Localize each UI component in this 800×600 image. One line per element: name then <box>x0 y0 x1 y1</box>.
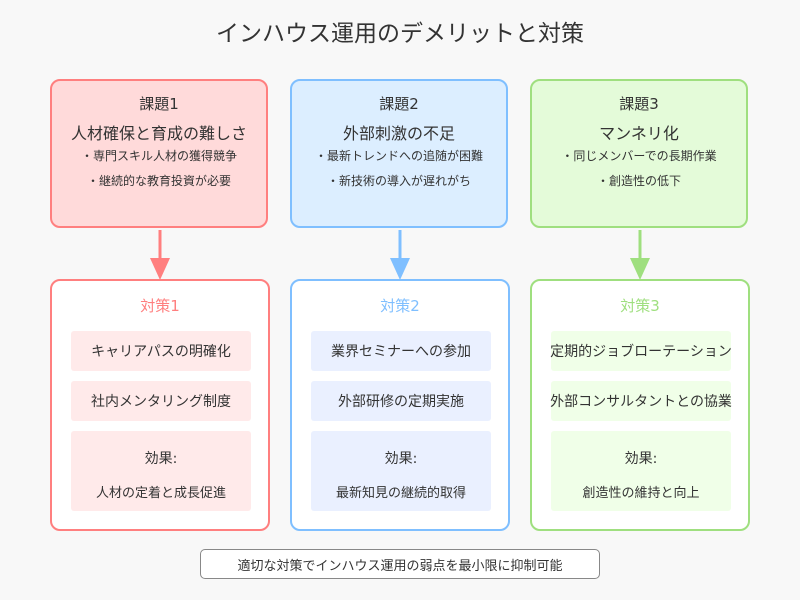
effect-value: 創造性の維持と向上 <box>582 486 700 501</box>
effect-box: 効果: 人材の定着と成長促進 <box>71 431 251 511</box>
problem-card-1: 課題1 人材確保と育成の難しさ ・専門スキル人材の獲得競争 ・継続的な教育投資が… <box>50 79 268 228</box>
solution-card-2: 対策2 業界セミナーへの参加 外部研修の定期実施 効果: 最新知見の継続的取得 <box>290 279 510 531</box>
solution-heading: 対策1 <box>140 297 180 315</box>
effect-label: 効果: <box>144 451 178 467</box>
page-title: インハウス運用のデメリットと対策 <box>216 21 584 47</box>
problem-title: マンネリ化 <box>599 124 679 143</box>
solution-item: 業界セミナーへの参加 <box>311 331 491 371</box>
solution-item: 外部コンサルタントとの協業 <box>550 381 732 421</box>
problem-bullet: ・同じメンバーでの長期作業 <box>561 149 717 163</box>
problem-bullet: ・継続的な教育投資が必要 <box>86 174 231 188</box>
problem-heading: 課題3 <box>619 95 659 113</box>
effect-value: 人材の定着と成長促進 <box>95 486 226 501</box>
effect-label: 効果: <box>384 451 418 467</box>
effect-box: 効果: 創造性の維持と向上 <box>551 431 731 511</box>
problem-bullet: ・新技術の導入が遅れがち <box>326 174 471 188</box>
problem-bullet: ・最新トレンドへの追随が困難 <box>314 149 483 163</box>
solution-card-1: 対策1 キャリアパスの明確化 社内メンタリング制度 効果: 人材の定着と成長促進 <box>50 279 270 531</box>
problem-bullet: ・創造性の低下 <box>596 174 681 188</box>
solution-heading: 対策2 <box>380 297 420 315</box>
problem-title: 人材確保と育成の難しさ <box>70 124 247 143</box>
arrow-down-icon <box>150 230 170 280</box>
effect-label: 効果: <box>624 451 658 467</box>
problem-card-3: 課題3 マンネリ化 ・同じメンバーでの長期作業 ・創造性の低下 <box>530 79 748 228</box>
effect-box: 効果: 最新知見の継続的取得 <box>311 431 491 511</box>
solution-item: 外部研修の定期実施 <box>311 381 491 421</box>
solution-item: 社内メンタリング制度 <box>71 381 251 421</box>
solution-card-3: 対策3 定期的ジョブローテーション 外部コンサルタントとの協業 効果: 創造性の… <box>530 279 750 531</box>
solution-item: 定期的ジョブローテーション <box>550 331 732 371</box>
solution-item: キャリアパスの明確化 <box>71 331 251 371</box>
problem-bullet: ・専門スキル人材の獲得競争 <box>80 149 237 163</box>
solution-heading: 対策3 <box>620 297 660 315</box>
problem-title: 外部刺激の不足 <box>342 124 455 143</box>
arrow-down-icon <box>390 230 410 280</box>
arrow-down-icon <box>630 230 650 280</box>
problem-heading: 課題1 <box>139 95 179 113</box>
footer-summary: 適切な対策でインハウス運用の弱点を最小限に抑制可能 <box>200 549 600 579</box>
effect-value: 最新知見の継続的取得 <box>335 486 466 501</box>
problem-card-2: 課題2 外部刺激の不足 ・最新トレンドへの追随が困難 ・新技術の導入が遅れがち <box>290 79 508 228</box>
problem-heading: 課題2 <box>379 95 419 113</box>
